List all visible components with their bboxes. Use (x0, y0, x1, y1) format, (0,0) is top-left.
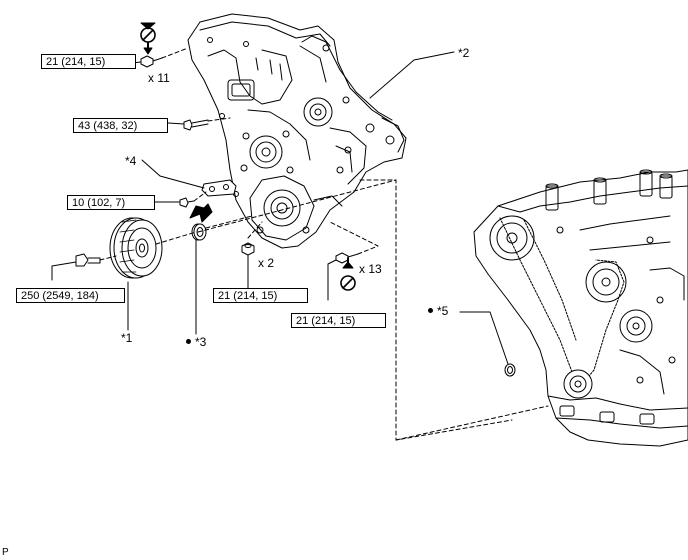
callout-5: *5 (428, 304, 448, 318)
do-not-reuse-icon-right (340, 257, 356, 291)
callout-1: *1 (121, 331, 133, 345)
torque-spec-bolt-10: 10 (102, 7) (67, 195, 155, 210)
quantity-right: x 13 (359, 262, 382, 276)
bolt-43 (183, 119, 209, 131)
torque-spec-bolt-top: 21 (214, 15) (41, 54, 136, 69)
bolt-top (140, 55, 163, 68)
callout-2: *2 (458, 46, 470, 60)
bolt-10 (179, 197, 195, 208)
quantity-nut: x 2 (258, 256, 275, 270)
corner-mark: P (2, 547, 9, 558)
crankshaft-pulley (109, 217, 163, 279)
bolt-250 (75, 253, 101, 267)
do-not-reuse-icon-top (140, 22, 156, 55)
quantity-top: x 11 (148, 71, 170, 85)
no-reuse-dot-icon (186, 339, 191, 345)
no-reuse-dot-icon (428, 308, 433, 314)
engine-block (473, 169, 688, 447)
alignment-lines (99, 47, 549, 441)
callout-3: *3 (186, 335, 206, 349)
apply-direction-arrow-icon (189, 203, 213, 223)
callout-3-text: *3 (195, 335, 207, 349)
bracket (201, 179, 237, 197)
nut-mid (241, 242, 255, 256)
torque-spec-bolt-right: 21 (214, 15) (291, 313, 386, 328)
callout-4: *4 (125, 154, 137, 168)
torque-spec-bolt-43: 43 (438, 32) (73, 118, 168, 133)
torque-spec-bolt-250: 250 (2549, 184) (16, 288, 125, 303)
timing-chain-cover (187, 13, 407, 249)
torque-spec-nut-mid: 21 (214, 15) (213, 288, 308, 303)
callout-5-text: *5 (437, 304, 449, 318)
